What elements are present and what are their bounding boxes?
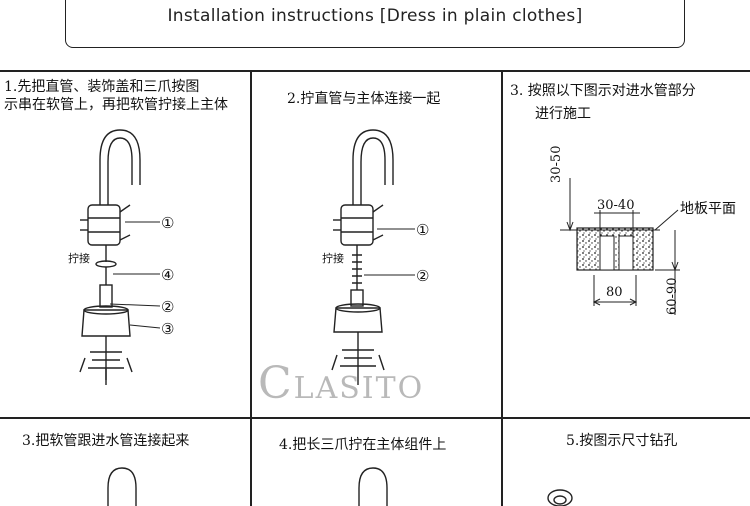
callout-2: ② [161,298,175,316]
callout-2b: ② [416,267,430,285]
watermark-text: LASITO [293,371,425,406]
step-5-text: 5.按图示尺寸钻孔 [566,433,678,449]
callout-1: ① [161,214,175,232]
instruction-grid [0,70,750,506]
step-1-line-1: 1.先把直管、装饰盖和三爪按图 [4,79,200,95]
step-3-line-1: 3. 按照以下图示对进水管部分 [510,83,696,99]
callout-1b: ① [416,221,430,239]
callout-4: ④ [161,266,175,284]
dim-30-40: 30-40 [597,198,635,213]
faucet-diagram-1 [79,129,161,385]
page-title-box: Installation instructions [Dress in plai… [65,0,685,48]
floor-plane-label: 地板平面 [680,201,736,217]
step-2-text: 2.拧直管与主体连接一起 [287,91,441,107]
step-3b-text: 3.把软管跟进水管连接起来 [22,433,190,449]
dim-80: 80 [606,285,623,300]
grid-divider [250,70,252,506]
twist-label-1: 拧接 [68,252,90,265]
faucet-diagram-2 [331,129,415,385]
grid-divider [501,70,503,506]
callout-3: ③ [161,320,175,338]
grid-divider [0,417,750,419]
step-3-line-2: 进行施工 [535,106,591,122]
twist-label-2: 拧接 [322,252,344,265]
step-4-text: 4.把长三爪拧在主体组件上 [279,437,447,453]
page-title: Installation instructions [Dress in plai… [167,6,583,26]
watermark: CLASITO [258,358,425,409]
step-1-line-2: 示串在软管上，再把软管拧接上主体 [4,97,228,113]
